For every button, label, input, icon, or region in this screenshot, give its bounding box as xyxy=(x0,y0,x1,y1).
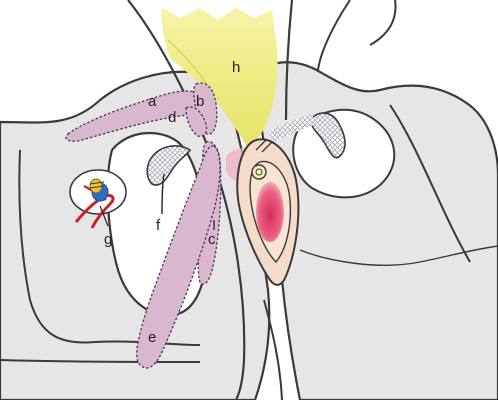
lesion xyxy=(256,182,284,242)
label-b: b xyxy=(196,93,204,110)
ring-marker-core xyxy=(256,169,262,175)
label-c: c xyxy=(208,231,216,248)
label-d: d xyxy=(168,109,176,126)
right-bone-top-curve xyxy=(318,0,350,70)
label-h: h xyxy=(232,59,240,76)
nerve-yellow xyxy=(90,179,102,193)
label-e: e xyxy=(148,329,156,346)
right-bone-top-hook xyxy=(370,0,396,45)
label-g: g xyxy=(104,231,112,248)
label-a: a xyxy=(148,93,157,110)
